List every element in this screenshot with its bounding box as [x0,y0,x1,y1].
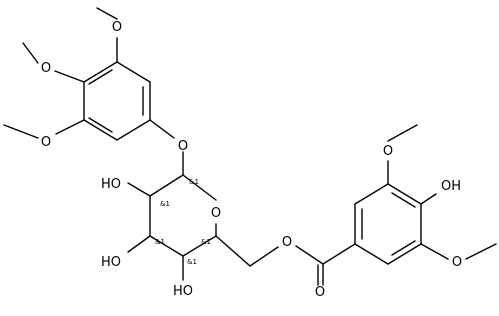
atom-o-methoxy-syringoyl-bottom: O [452,255,462,270]
trimethoxyphenyl-ring [83,61,151,141]
stereo-label-c4: &1 [187,258,197,266]
glycosidic-bonds [149,119,184,176]
stereo-labels: &1 &1 &1 &1 &1 [155,178,211,266]
atom-o-glycosidic: O [178,139,188,154]
atom-ho-c3: HO [101,255,121,270]
atom-o-methoxy-lower: O [41,135,51,150]
sugar-ring [149,174,217,257]
atom-labels: O O O O O HO HO HO O O O OH O [41,20,462,300]
atom-o-methoxy-top: O [112,20,122,35]
atom-ho-c4: HO [173,284,193,299]
atom-o-carbonyl: O [315,285,325,300]
sugar-hydroxyl-bonds [127,182,184,281]
stereo-label-c5: &1 [201,238,211,246]
phenyl-methoxy-bonds [3,7,118,139]
ester-linker-bonds [215,235,356,286]
syringoyl-substituent-bonds [387,124,497,260]
atom-o-pyranose-ring: O [211,206,221,221]
atom-o-methoxy-middle: O [41,61,51,76]
syringoyl-ring [354,183,422,265]
stereo-label-c1: &1 [189,178,199,186]
atom-oh-phenol: OH [441,179,461,194]
atom-ho-c2: HO [101,177,121,192]
stereo-label-c3: &1 [155,238,165,246]
atom-o-ester: O [282,235,292,250]
atom-o-methoxy-syringoyl-top: O [383,144,393,159]
stereo-label-c2: &1 [160,200,170,208]
